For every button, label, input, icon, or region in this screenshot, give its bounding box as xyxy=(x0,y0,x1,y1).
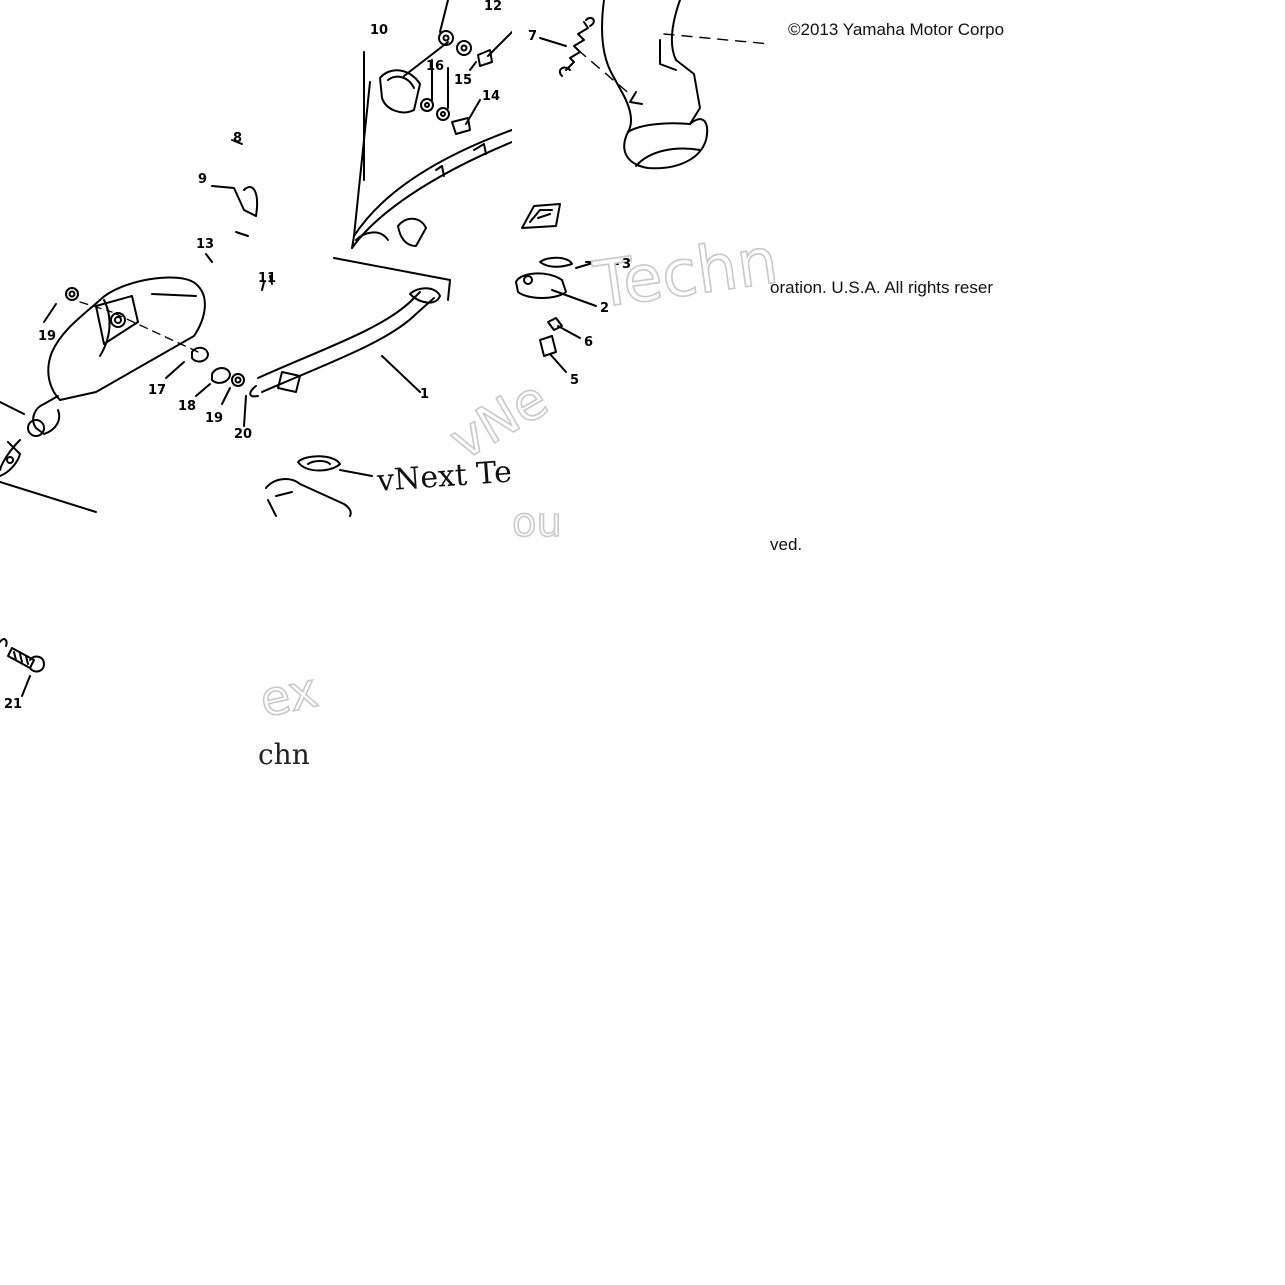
copyright-line-3: ved. xyxy=(770,535,803,555)
callout-19-upper: 19 xyxy=(38,329,56,344)
watermark-chn: chn xyxy=(258,738,310,771)
callout-16: 16 xyxy=(426,59,444,74)
callout-20: 20 xyxy=(234,427,252,442)
callout-21: 21 xyxy=(4,697,22,712)
header-pipe-group xyxy=(515,0,771,373)
callout-6: 6 xyxy=(584,335,593,350)
callout-8: 8 xyxy=(233,131,242,146)
watermark-ou: ou xyxy=(511,499,562,547)
copyright-line-1: ©2013 Yamaha Motor Corpo xyxy=(788,20,1028,40)
callout-10: 10 xyxy=(370,23,388,38)
callout-18: 18 xyxy=(178,399,196,414)
callout-14: 14 xyxy=(482,89,500,104)
muffler-group xyxy=(0,257,451,513)
callout-12: 12 xyxy=(484,0,502,14)
callout-9: 9 xyxy=(198,172,207,187)
callout-2: 2 xyxy=(600,301,609,316)
callout-5: 5 xyxy=(570,373,579,388)
callout-13: 13 xyxy=(196,237,214,252)
copyright-line-2: oration. U.S.A. All rights reser xyxy=(770,278,1028,298)
callout-3: 3 xyxy=(622,257,631,272)
callout-11: 11 xyxy=(258,271,276,286)
lower-bolt-group xyxy=(0,638,45,697)
tile-edge-mask-1 xyxy=(512,0,520,200)
callout-1: 1 xyxy=(420,387,429,402)
lower-bracket-group xyxy=(265,455,373,517)
upper-mount-group xyxy=(205,0,513,263)
callout-19-lower: 19 xyxy=(205,411,223,426)
callout-17: 17 xyxy=(148,383,166,398)
callout-15: 15 xyxy=(454,73,472,88)
callout-7: 7 xyxy=(528,29,537,44)
